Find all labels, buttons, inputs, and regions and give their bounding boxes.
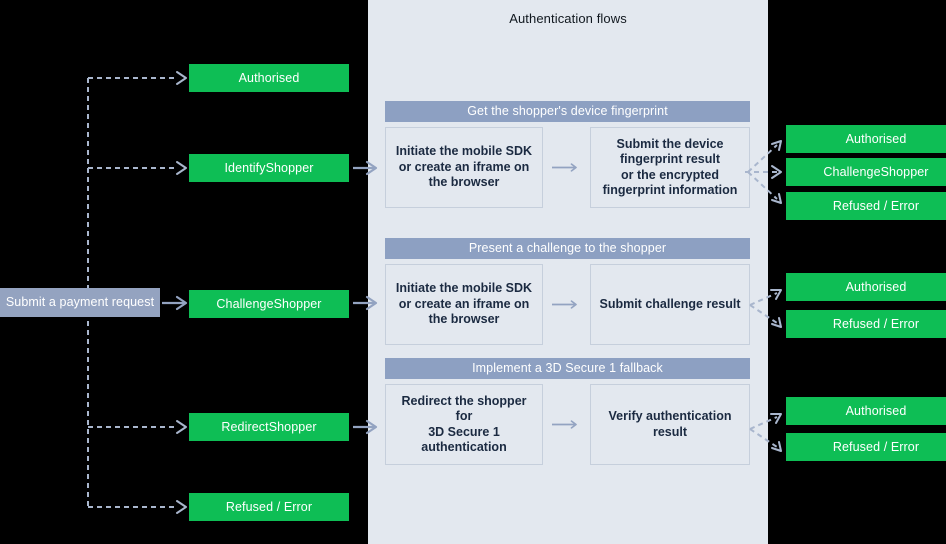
section-body-device-fingerprint: Initiate the mobile SDK or create an ifr…	[385, 127, 750, 208]
step-line: or create an iframe on	[398, 159, 530, 174]
inner-connector-arrow-2	[552, 300, 577, 309]
step-line: Submit the device	[616, 136, 724, 151]
section-present-challenge: Present a challenge to the shopper Initi…	[385, 238, 750, 345]
step-submit-fingerprint-result: Submit the device fingerprint result or …	[590, 127, 750, 208]
section-body-present-challenge: Initiate the mobile SDK or create an ifr…	[385, 264, 750, 345]
step-initiate-sdk-challenge: Initiate the mobile SDK or create an ifr…	[385, 264, 543, 345]
step-submit-challenge-result: Submit challenge result	[590, 264, 750, 345]
step-line: authentication	[421, 440, 507, 454]
step-line: or create an iframe on	[398, 296, 530, 311]
left-outcome-identifyshopper[interactable]: IdentifyShopper	[189, 154, 349, 182]
step-redirect-shopper-3ds1: Redirect the shopper for 3D Secure 1 aut…	[385, 384, 543, 465]
inner-connector-arrow-1	[552, 163, 577, 172]
section-device-fingerprint: Get the shopper's device fingerprint Ini…	[385, 101, 750, 208]
step-verify-authentication-result: Verify authentication result	[590, 384, 750, 465]
left-outcome-redirectshopper[interactable]: RedirectShopper	[189, 413, 349, 441]
right-outcome-fingerprint-challengeshopper[interactable]: ChallengeShopper	[786, 158, 946, 186]
right-outcome-challenge-refused-error[interactable]: Refused / Error	[786, 310, 946, 338]
step-initiate-sdk-fingerprint: Initiate the mobile SDK or create an ifr…	[385, 127, 543, 208]
step-line: Redirect the shopper for	[401, 393, 527, 424]
section-body-3ds1-fallback: Redirect the shopper for 3D Secure 1 aut…	[385, 384, 750, 465]
section-header-present-challenge: Present a challenge to the shopper	[385, 238, 750, 259]
page-title: Authentication flows	[509, 11, 627, 26]
step-line: Submit challenge result	[599, 296, 741, 311]
left-outcome-refused-error[interactable]: Refused / Error	[189, 493, 349, 521]
step-line: Initiate the mobile SDK	[395, 281, 533, 296]
right-outcome-challenge-authorised[interactable]: Authorised	[786, 273, 946, 301]
right-outcome-3ds1-authorised[interactable]: Authorised	[786, 397, 946, 425]
right-outcome-3ds1-refused-error[interactable]: Refused / Error	[786, 433, 946, 461]
step-line: result	[652, 424, 688, 439]
inner-connector-arrow-3	[552, 420, 577, 429]
step-line: Verify authentication	[608, 409, 732, 423]
step-line: the browser	[428, 312, 500, 327]
step-line: 3D Secure 1	[428, 424, 500, 439]
section-header-device-fingerprint: Get the shopper's device fingerprint	[385, 101, 750, 122]
step-line: fingerprint information	[602, 183, 738, 197]
left-outcome-challengeshopper[interactable]: ChallengeShopper	[189, 290, 349, 318]
step-line: or the encrypted	[621, 167, 719, 182]
step-line: fingerprint result	[619, 152, 720, 166]
step-line: the browser	[428, 175, 500, 190]
right-outcome-fingerprint-authorised[interactable]: Authorised	[786, 125, 946, 153]
submit-payment-request-box[interactable]: Submit a payment request	[0, 288, 160, 317]
section-header-3ds1-fallback: Implement a 3D Secure 1 fallback	[385, 358, 750, 379]
left-outcome-authorised[interactable]: Authorised	[189, 64, 349, 92]
right-outcome-fingerprint-refused-error[interactable]: Refused / Error	[786, 192, 946, 220]
step-line: Initiate the mobile SDK	[395, 144, 533, 159]
section-3ds1-fallback: Implement a 3D Secure 1 fallback Redirec…	[385, 358, 750, 465]
